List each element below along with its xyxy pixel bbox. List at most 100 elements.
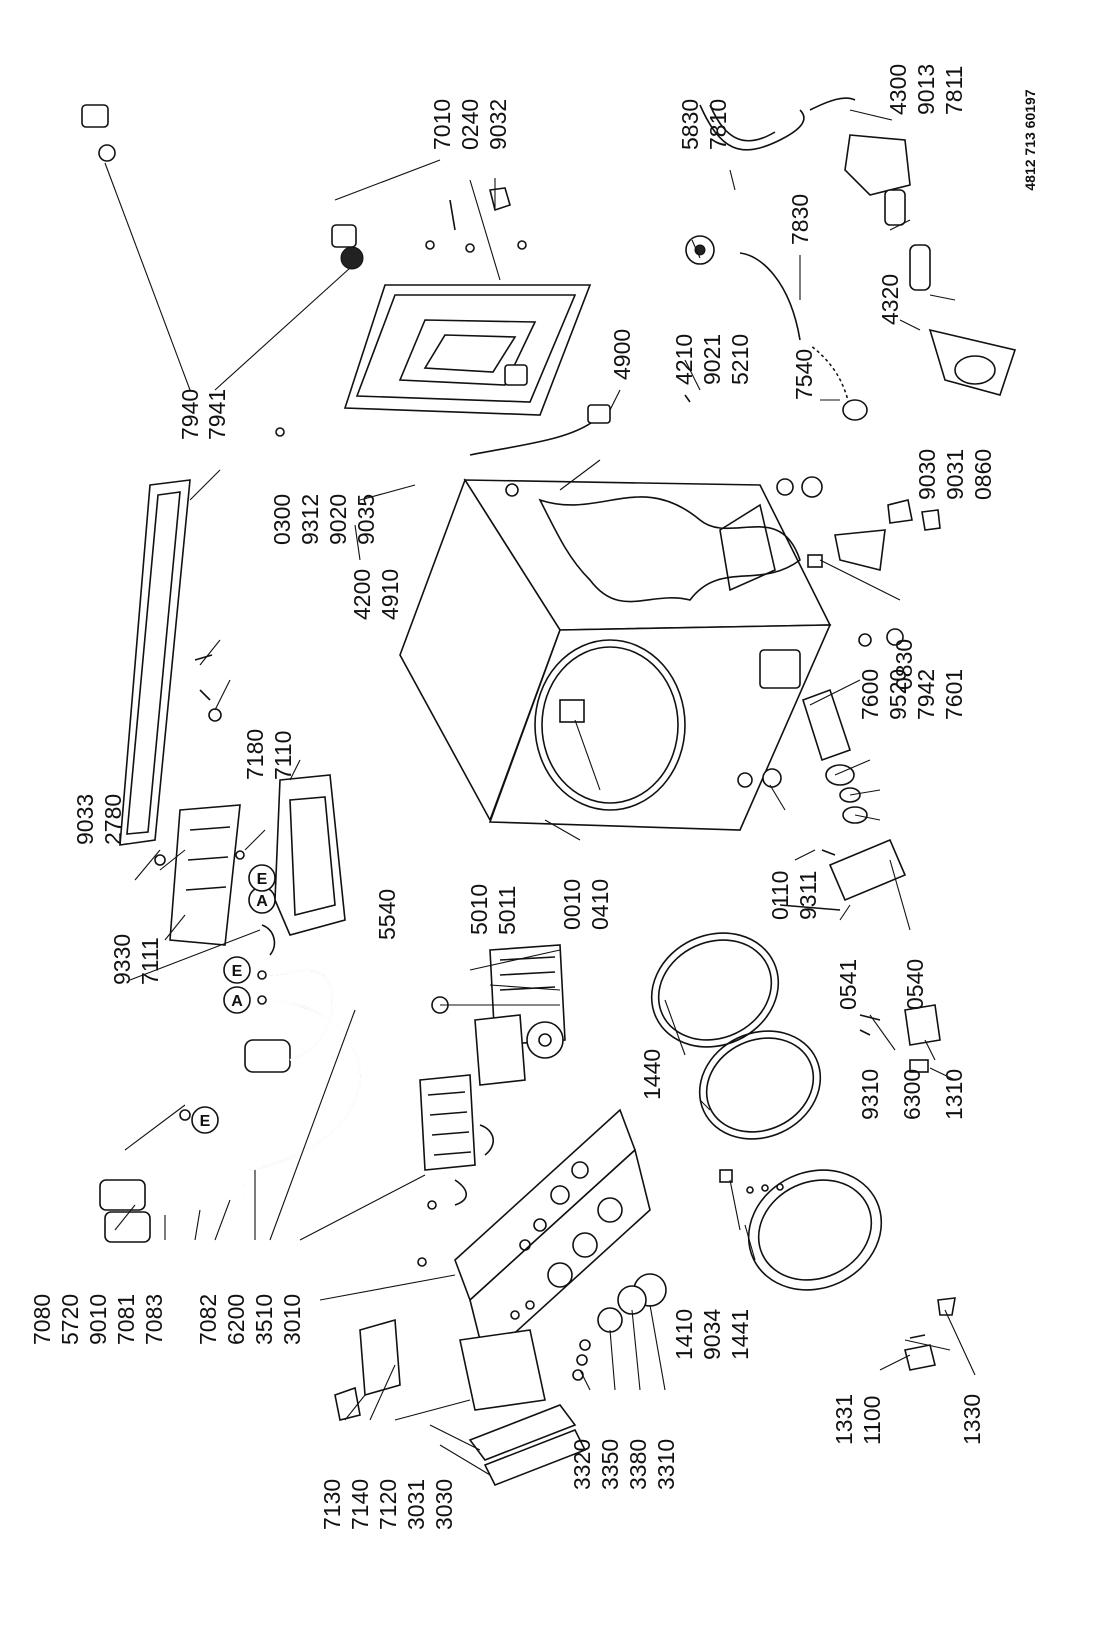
top-lid-drawing xyxy=(343,187,592,416)
label-7080: 7080 xyxy=(29,1294,55,1345)
label-4200: 4200 xyxy=(349,569,375,620)
programmer-drawing xyxy=(431,944,566,1086)
pump-and-hoses-drawing xyxy=(685,97,1017,421)
label-7540: 7540 xyxy=(791,349,817,400)
label-9021: 9021 xyxy=(699,334,725,385)
label-3010: 3010 xyxy=(279,1294,305,1345)
label-7942: 7942 xyxy=(913,669,939,720)
marker-e-hose: E xyxy=(223,956,251,984)
marker-e-hose-end: E xyxy=(191,1106,219,1134)
label-3030: 3030 xyxy=(431,1479,457,1530)
worktop-drawing xyxy=(119,427,285,846)
inlet-hose-drawing xyxy=(81,104,364,270)
label-0110: 0110 xyxy=(767,871,793,920)
label-6300: 6300 xyxy=(899,1069,925,1120)
dispenser-drawing xyxy=(154,774,346,956)
label-7601: 7601 xyxy=(941,669,967,720)
label-1100: 1100 xyxy=(859,1396,885,1445)
label-1410: 1410 xyxy=(671,1309,697,1360)
marker-group: A E A E E xyxy=(191,864,276,1134)
switch-block-drawing xyxy=(417,1074,494,1267)
label-1310: 1310 xyxy=(941,1069,967,1120)
label-6200: 6200 xyxy=(223,1294,249,1345)
control-panel-drawing xyxy=(454,1108,651,1362)
label-7130: 7130 xyxy=(319,1479,345,1530)
label-0010: 0010 xyxy=(559,879,585,930)
leader-lines xyxy=(104,109,976,1476)
label-7940: 7940 xyxy=(177,389,203,440)
label-9020: 9020 xyxy=(325,494,351,545)
label-2780: 2780 xyxy=(100,794,126,845)
label-9035: 9035 xyxy=(353,494,379,545)
label-9311: 9311 xyxy=(795,871,821,920)
svg-text:A: A xyxy=(256,893,268,910)
label-7010: 7010 xyxy=(429,99,455,150)
label-0240: 0240 xyxy=(457,99,483,150)
label-0860: 0860 xyxy=(970,449,996,500)
document-id: 4812 713 60197 xyxy=(1022,89,1038,190)
label-7180: 7180 xyxy=(242,729,268,780)
knobs-drawing xyxy=(572,1273,667,1381)
label-5830: 5830 xyxy=(677,99,703,150)
label-0300: 0300 xyxy=(269,494,295,545)
label-0540: 0540 xyxy=(902,959,928,1010)
label-3350: 3350 xyxy=(597,1439,623,1490)
marker-e-dispenser: E xyxy=(248,864,276,892)
label-3031: 3031 xyxy=(403,1479,429,1530)
label-9030: 9030 xyxy=(914,449,940,500)
label-5210: 5210 xyxy=(727,334,753,385)
label-0830: 0830 xyxy=(891,639,917,690)
label-9310: 9310 xyxy=(857,1069,883,1120)
label-9330: 9330 xyxy=(109,934,135,985)
label-4900: 4900 xyxy=(609,329,635,380)
label-9312: 9312 xyxy=(297,494,323,545)
label-3320: 3320 xyxy=(569,1439,595,1490)
svg-text:E: E xyxy=(200,1113,211,1130)
label-4210: 4210 xyxy=(671,334,697,385)
label-9013: 9013 xyxy=(913,64,939,115)
label-7082: 7082 xyxy=(195,1294,221,1345)
label-5540: 5540 xyxy=(374,889,400,940)
mains-cord-drawing xyxy=(469,394,691,456)
label-1440: 1440 xyxy=(639,1049,665,1100)
label-7111: 7111 xyxy=(137,937,163,985)
label-7081: 7081 xyxy=(113,1294,139,1345)
label-4910: 4910 xyxy=(377,569,403,620)
label-5010: 5010 xyxy=(466,884,492,935)
label-3510: 3510 xyxy=(251,1294,277,1345)
door-rings-drawing xyxy=(650,932,883,1291)
label-7810: 7810 xyxy=(705,99,731,150)
marker-a-dispenser: A xyxy=(248,886,276,914)
label-9520: 9520 xyxy=(885,669,911,720)
label-7830: 7830 xyxy=(787,194,813,245)
svg-text:E: E xyxy=(257,871,268,888)
label-9032: 9032 xyxy=(485,99,511,150)
label-9034: 9034 xyxy=(699,1309,725,1360)
label-7083: 7083 xyxy=(141,1294,167,1345)
label-0410: 0410 xyxy=(587,879,613,930)
label-7811: 7811 xyxy=(941,66,967,115)
label-7110: 7110 xyxy=(270,731,296,780)
inlet-valve-hoses-drawing xyxy=(99,969,362,1243)
small-parts-drawing xyxy=(779,499,956,1371)
label-0541: 0541 xyxy=(835,959,861,1010)
label-9033: 9033 xyxy=(72,794,98,845)
svg-text:A: A xyxy=(231,993,243,1010)
label-4320: 4320 xyxy=(877,274,903,325)
label-7941: 7941 xyxy=(204,389,230,440)
label-3310: 3310 xyxy=(653,1439,679,1490)
label-7140: 7140 xyxy=(347,1479,373,1530)
cabinet-drawing xyxy=(399,476,904,831)
label-9031: 9031 xyxy=(942,449,968,500)
label-3380: 3380 xyxy=(625,1439,651,1490)
label-7120: 7120 xyxy=(375,1479,401,1530)
label-5011: 5011 xyxy=(494,886,520,935)
label-1331: 1331 xyxy=(831,1394,857,1445)
svg-text:E: E xyxy=(232,963,243,980)
label-7600: 7600 xyxy=(857,669,883,720)
label-5720: 5720 xyxy=(57,1294,83,1345)
label-4300: 4300 xyxy=(885,64,911,115)
label-1330: 1330 xyxy=(959,1394,985,1445)
label-9010: 9010 xyxy=(85,1294,111,1345)
